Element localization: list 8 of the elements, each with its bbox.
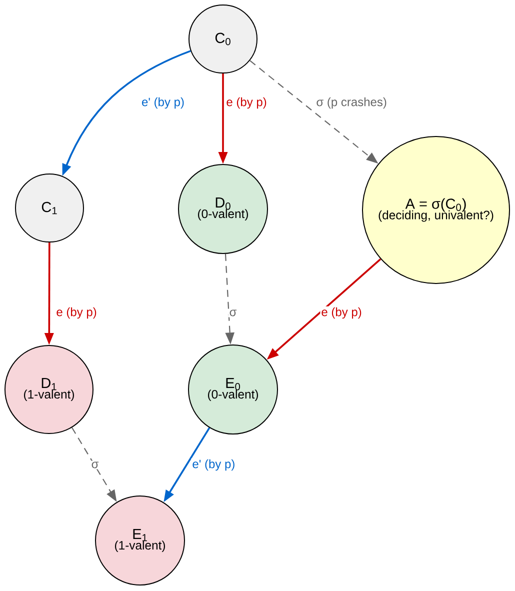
edge-label: e' (by p) [191,458,236,472]
edge-label: σ [228,308,238,318]
edge-label: e (by p) [225,96,268,110]
edge-label: σ [90,460,100,470]
edge-label: e' (by p) [140,96,186,110]
edge-label: σ (p crashes) [315,96,388,110]
edge-label: e (by p) [320,306,363,320]
edge-label: e (by p) [55,306,98,320]
